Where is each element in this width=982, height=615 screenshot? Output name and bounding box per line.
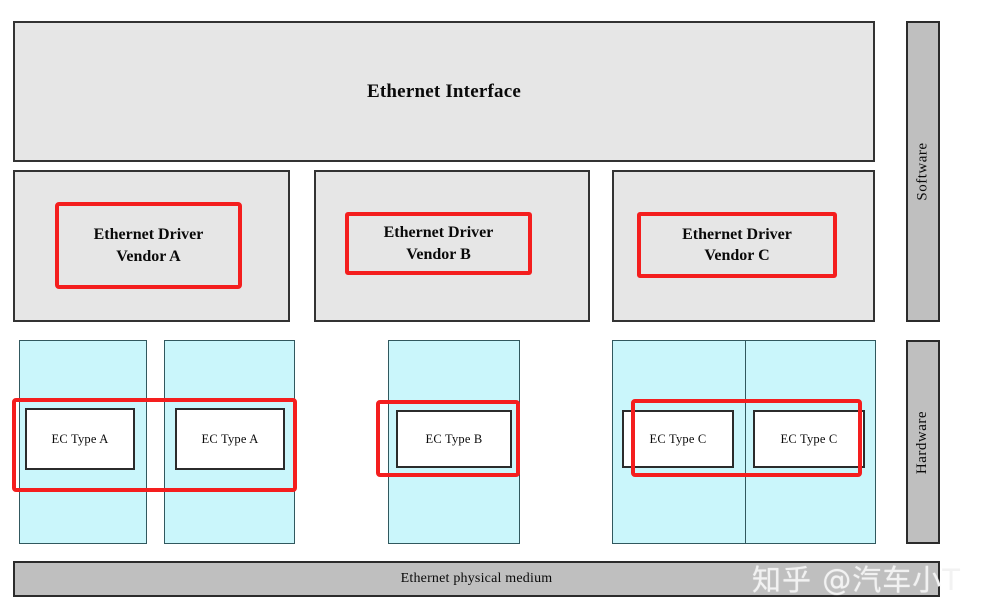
ec-chip-a1: EC Type A [25,408,135,470]
ec-chip-a2: EC Type A [175,408,285,470]
driver-b-line1: Ethernet Driver [383,224,494,242]
ec-chip-c1: EC Type C [622,410,734,468]
ec-chip-b1: EC Type B [396,410,512,468]
driver-label-vendor-b: Ethernet Driver Vendor B [345,212,532,275]
ec-chip-c2: EC Type C [753,410,865,468]
driver-panel-vendor-a [13,170,290,322]
layer-bar-hardware-label: Hardware [914,410,931,474]
layer-bar-software: Software [906,21,940,322]
ethernet-physical-medium-bar: Ethernet physical medium [13,561,940,597]
ec-chip-c1-label: EC Type C [649,431,707,446]
ec-chip-b1-label: EC Type B [425,431,483,446]
driver-c-line1: Ethernet Driver [682,225,792,243]
driver-c-line2: Vendor C [704,247,770,264]
driver-a-line2: Vendor A [116,247,181,265]
ethernet-physical-medium-label: Ethernet physical medium [400,571,553,586]
ec-chip-a2-label: EC Type A [201,431,259,446]
driver-panel-vendor-c [612,170,875,322]
driver-a-line1: Ethernet Driver [93,226,204,244]
ethernet-interface-block: Ethernet Interface [13,21,875,162]
ec-chip-a1-label: EC Type A [51,431,109,446]
ec-chip-c2-label: EC Type C [780,431,838,446]
driver-label-vendor-c: Ethernet Driver Vendor C [637,212,837,278]
driver-panel-vendor-b [314,170,590,322]
layer-bar-hardware: Hardware [906,340,940,544]
ethernet-interface-label: Ethernet Interface [367,80,521,102]
driver-label-vendor-a: Ethernet Driver Vendor A [55,202,242,289]
driver-b-line2: Vendor B [406,245,471,263]
layer-bar-software-label: Software [914,142,931,201]
